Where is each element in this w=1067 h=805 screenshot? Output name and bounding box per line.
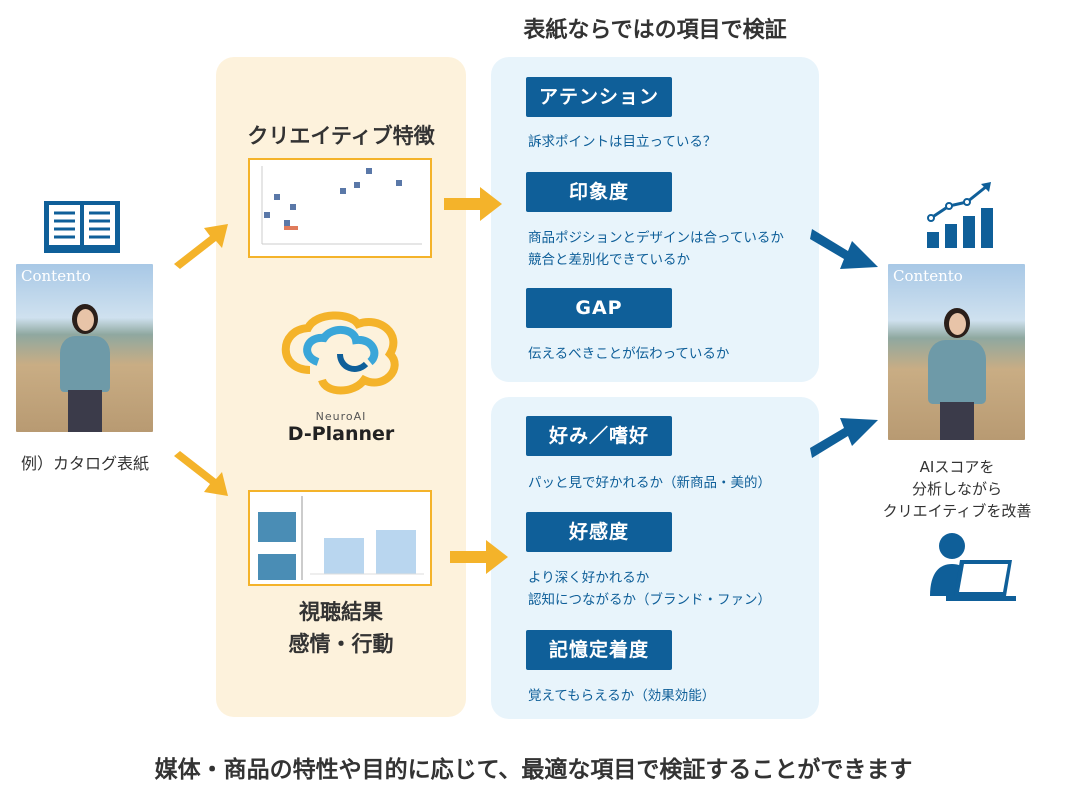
arrow-lower-to-result xyxy=(810,416,882,476)
person-sweater xyxy=(60,336,110,392)
improved-person-face xyxy=(949,313,966,335)
chart-growth-icon xyxy=(925,180,995,254)
desc-attention: 訴求ポイントは目立っている？ xyxy=(528,134,717,150)
desc-impression-2: 競合と差別化できているか xyxy=(528,252,690,268)
desc-preference: パッと見で好かれるか（新商品・美的） xyxy=(528,475,771,491)
user-laptop-icon xyxy=(930,530,1016,606)
viewing-results-thumbnail xyxy=(248,490,432,586)
improved-person-sweater xyxy=(928,340,986,404)
cover-brand: Contento xyxy=(21,267,91,285)
arrow-to-creative xyxy=(170,220,232,274)
arrow-to-viewing xyxy=(170,450,232,504)
arrow-to-lower-panel xyxy=(450,540,510,578)
desc-favorability-2: 認知につながるか（ブランド・ファン） xyxy=(528,592,771,608)
creative-features-title: クリエイティブ特徴 xyxy=(247,124,435,148)
logo-name: D-Planner xyxy=(287,423,395,445)
person-legs xyxy=(68,390,102,432)
person-face xyxy=(77,309,94,331)
badge-impression: 印象度 xyxy=(526,172,672,212)
viewing-results-title-1: 視聴結果 xyxy=(299,600,383,624)
viewing-results-title-2: 感情・行動 xyxy=(288,632,394,656)
result-text-3: クリエイティブを改善 xyxy=(882,502,1032,520)
result-text-1: AIスコアを xyxy=(919,458,995,476)
brain-logo-icon xyxy=(270,310,410,400)
arrow-upper-to-result xyxy=(810,215,882,275)
improved-cover-image: Contento xyxy=(888,264,1025,440)
desc-memory: 覚えてもらえるか（効果効能） xyxy=(528,688,716,704)
book-icon xyxy=(44,197,120,257)
desc-gap: 伝えるべきことが伝わっているか xyxy=(528,346,730,362)
logo-subtitle: NeuroAI xyxy=(315,410,367,423)
badge-memory: 記憶定着度 xyxy=(526,630,672,670)
badge-preference: 好み／嗜好 xyxy=(526,416,672,456)
section-title: 表紙ならではの項目で検証 xyxy=(523,18,787,43)
desc-impression-1: 商品ポジションとデザインは合っているか xyxy=(528,230,784,246)
footer-caption: 媒体・商品の特性や目的に応じて、最適な項目で検証することができます xyxy=(154,757,913,783)
arrow-to-upper-panel xyxy=(444,187,504,225)
improved-cover-brand: Contento xyxy=(893,267,963,285)
improved-person-legs xyxy=(940,402,974,440)
catalog-cover-image: Contento xyxy=(16,264,153,432)
badge-favorability: 好感度 xyxy=(526,512,672,552)
badge-gap: GAP xyxy=(526,288,672,328)
badge-attention: アテンション xyxy=(526,77,672,117)
result-text-2: 分析しながら xyxy=(911,480,1002,498)
example-label: 例）カタログ表紙 xyxy=(20,454,149,473)
scatter-plot-thumbnail xyxy=(248,158,432,258)
desc-favorability-1: より深く好かれるか xyxy=(528,570,650,586)
